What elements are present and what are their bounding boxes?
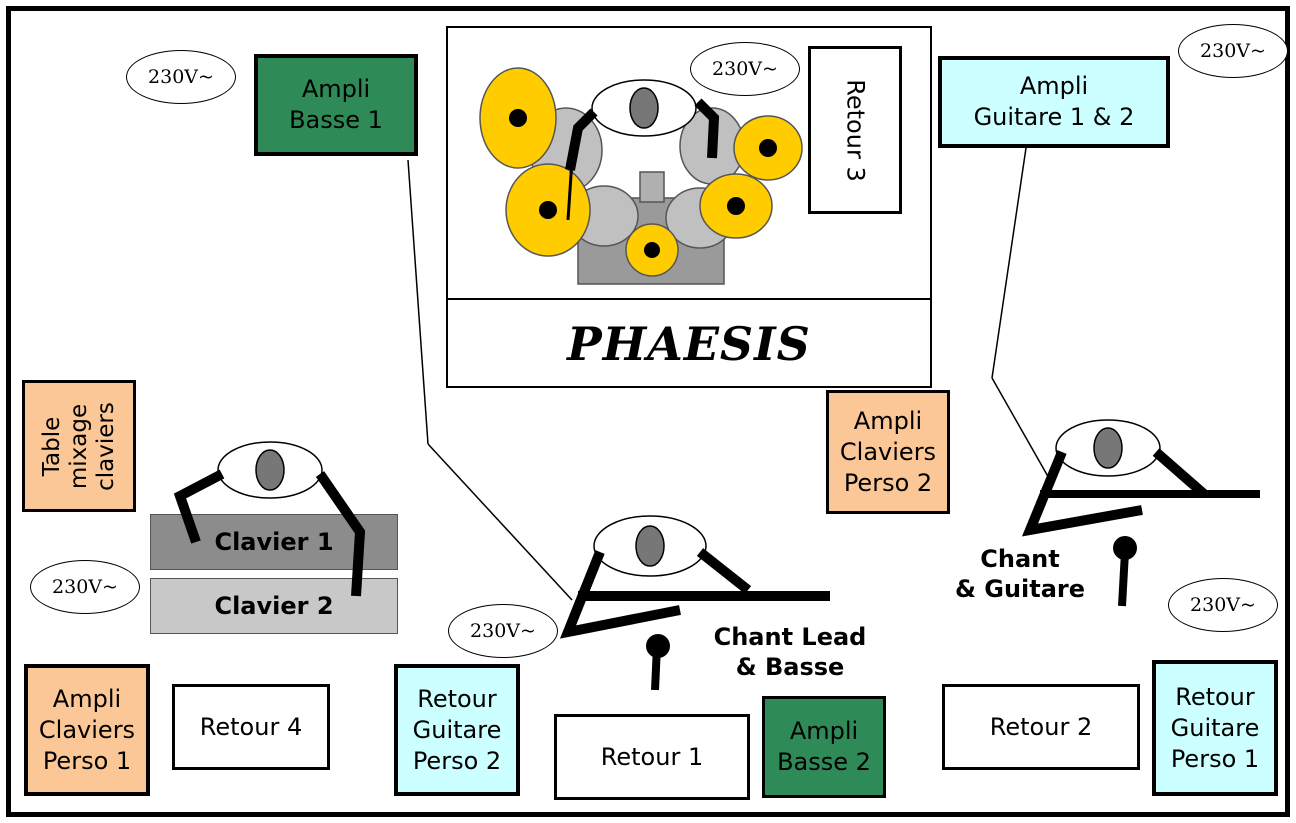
monitor-retour-1: Retour 1 (554, 714, 750, 800)
keyboardist-arm-icon (315, 471, 366, 597)
retour-3-label: Retour 3 (841, 78, 870, 182)
band-name: PHAESIS (567, 317, 811, 371)
drum-riser (446, 26, 932, 388)
power-outlet-230v: 230V~ (126, 50, 236, 104)
power-outlet-230v: 230V~ (690, 42, 800, 96)
drummer-arm-icon (565, 108, 598, 171)
lead-arm-icon (559, 550, 681, 639)
monitor-retour-4: Retour 4 (172, 684, 330, 770)
power-outlet-230v: 230V~ (1168, 578, 1278, 632)
monitor-retour-guitare-perso-1: Retour Guitare Perso 1 (1152, 660, 1278, 796)
guitar-cable (991, 147, 1027, 379)
lead-singer (559, 515, 830, 691)
lead-performer-label: Chant Lead & Basse (713, 623, 867, 681)
guitarist-arm-icon (1021, 450, 1143, 537)
drum-riser-divider (446, 298, 932, 300)
stage-frame (6, 6, 1290, 817)
keyboardist-arm-icon (173, 469, 225, 544)
power-outlet-230v: 230V~ (30, 560, 140, 614)
microphone-icon (646, 634, 670, 658)
guitar-cable-2 (991, 377, 1051, 481)
bass-cable (407, 159, 429, 445)
power-outlet-230v: 230V~ (448, 604, 558, 658)
monitor-retour-3: Retour 3 (808, 46, 902, 214)
amp-guitar-1-2: Ampli Guitare 1 & 2 (938, 56, 1170, 148)
bass-cable-2 (427, 443, 573, 601)
drumstick-icon (566, 159, 574, 221)
power-outlet-230v: 230V~ (1178, 24, 1288, 78)
mixing-table-keys: Table mixage claviers (22, 380, 136, 512)
mic-stand-icon (1118, 551, 1129, 607)
guitar-singer (1021, 419, 1260, 607)
lead-arm-icon (696, 548, 752, 594)
microphone-icon (1113, 536, 1137, 560)
drum-kit (479, 67, 803, 285)
mixing-table-label: Table mixage claviers (38, 401, 119, 491)
guitarist-arm-icon (1152, 448, 1208, 498)
kick-pedal-icon (639, 171, 665, 203)
amp-keys-perso-2: Ampli Claviers Perso 2 (826, 390, 950, 514)
amp-keys-perso-1: Ampli Claviers Perso 1 (24, 664, 150, 796)
keyboard-player (217, 441, 323, 499)
amp-bass-1: Ampli Basse 1 (254, 54, 418, 156)
monitor-retour-guitare-perso-2: Retour Guitare Perso 2 (394, 664, 520, 796)
amp-bass-2: Ampli Basse 2 (762, 696, 886, 798)
guitar-performer-label: Chant & Guitare (954, 545, 1086, 603)
monitor-retour-2: Retour 2 (942, 684, 1140, 770)
